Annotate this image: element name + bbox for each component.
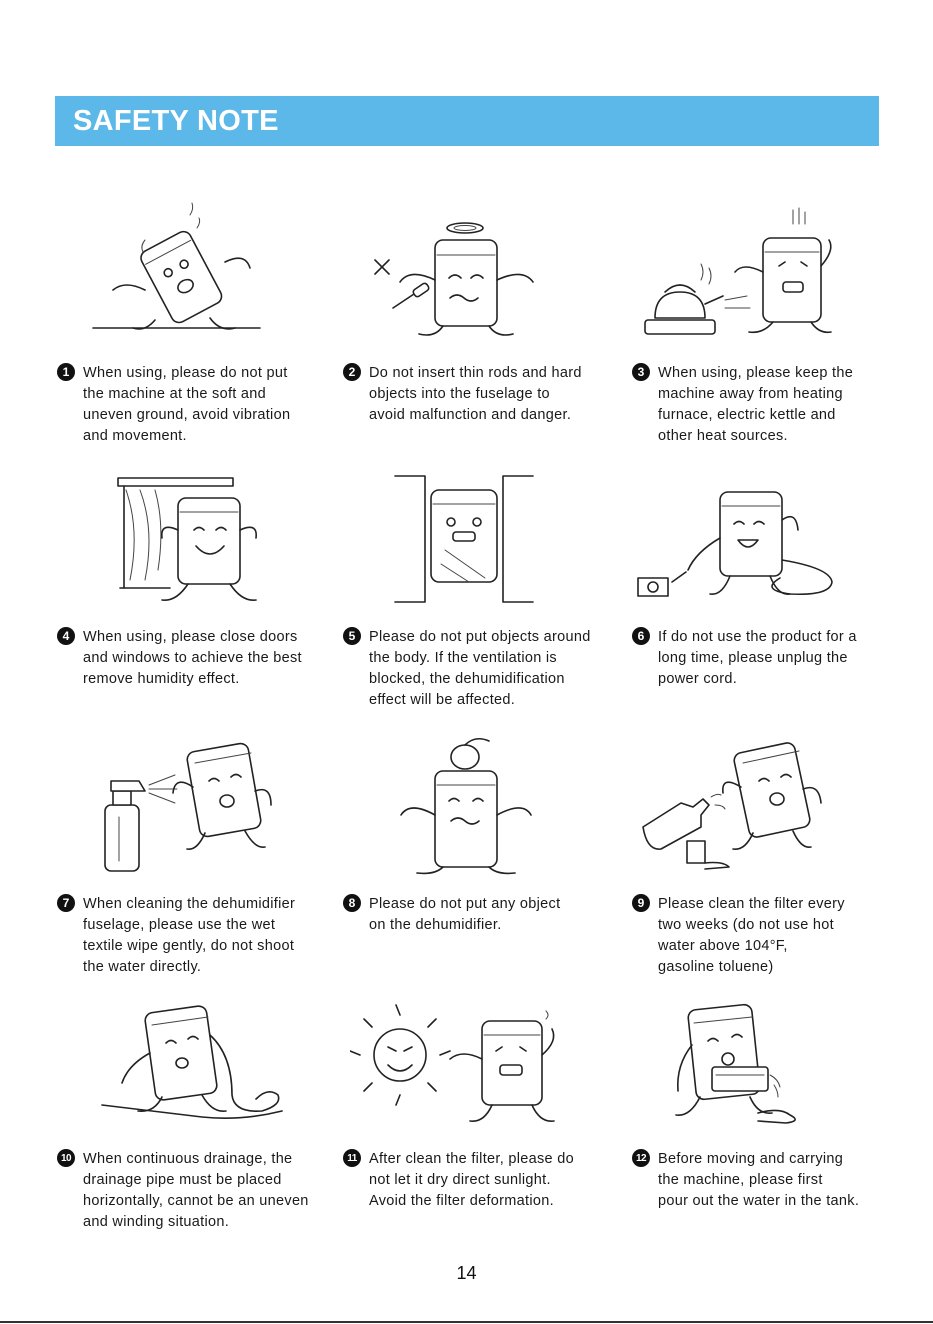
kettle-icon [635, 200, 865, 340]
item-text: Please do not put any object on the dehu… [369, 896, 561, 933]
item-text: When using, please keep the machine away… [658, 365, 854, 444]
spray-bottle-icon [95, 735, 325, 875]
item-text: When using, please do not put the machin… [83, 365, 291, 444]
tilted-dehumidifier-icon [85, 200, 315, 340]
list-item: 12 Before moving and carrying the machin… [632, 1149, 907, 1212]
page-number: 14 [456, 1263, 477, 1283]
list-item: 5 Please do not put objects around the b… [343, 627, 618, 711]
list-item: 8 Please do not put any object on the de… [343, 894, 618, 936]
item-number-badge: 9 [632, 894, 650, 912]
item-number-badge: 3 [632, 363, 650, 381]
bottle-icon [633, 735, 863, 875]
item-number-badge: 11 [343, 1149, 361, 1167]
screwdriver-icon [355, 200, 585, 340]
item-text: After clean the filter, please do not le… [369, 1151, 574, 1209]
drain-hose-icon [92, 995, 322, 1135]
item-text: When cleaning the dehumidifier fuselage,… [83, 896, 296, 975]
item-text: Do not insert thin rods and hard objects… [369, 365, 582, 423]
window-curtain-icon [100, 470, 330, 610]
item-number-badge: 12 [632, 1149, 650, 1167]
item-text: When continuous drainage, the drainage p… [83, 1151, 309, 1230]
item-text: When using, please close doors and windo… [83, 629, 302, 687]
item-number-badge: 4 [57, 627, 75, 645]
list-item: 9 Please clean the filter every two week… [632, 894, 907, 978]
item-text: Before moving and carrying the machine, … [658, 1151, 860, 1209]
item-text: If do not use the product for a long tim… [658, 629, 857, 687]
page-title: SAFETY NOTE [73, 105, 279, 137]
item-number-badge: 7 [57, 894, 75, 912]
water-tank-icon [640, 995, 870, 1135]
item-number-badge: 8 [343, 894, 361, 912]
object-on-top-icon [355, 735, 585, 875]
unplug-icon [630, 470, 860, 610]
item-text: Please clean the filter every two weeks … [658, 896, 845, 975]
item-number-badge: 2 [343, 363, 361, 381]
item-text: Please do not put objects around the bod… [369, 629, 591, 708]
sun-icon [350, 995, 580, 1135]
list-item: 2 Do not insert thin rods and hard objec… [343, 363, 618, 426]
item-number-badge: 10 [57, 1149, 75, 1167]
item-number-badge: 5 [343, 627, 361, 645]
footer-rule [0, 1321, 933, 1323]
item-number-badge: 1 [57, 363, 75, 381]
header-bar: SAFETY NOTE [55, 96, 879, 146]
item-number-badge: 6 [632, 627, 650, 645]
list-item: 11 After clean the filter, please do not… [343, 1149, 618, 1212]
list-item: 4 When using, please close doors and win… [57, 627, 332, 690]
list-item: 3 When using, please keep the machine aw… [632, 363, 907, 447]
list-item: 6 If do not use the product for a long t… [632, 627, 907, 690]
blocked-walls-icon [355, 470, 585, 610]
list-item: 7 When cleaning the dehumidifier fuselag… [57, 894, 332, 978]
list-item: 1 When using, please do not put the mach… [57, 363, 332, 447]
list-item: 10 When continuous drainage, the drainag… [57, 1149, 332, 1233]
